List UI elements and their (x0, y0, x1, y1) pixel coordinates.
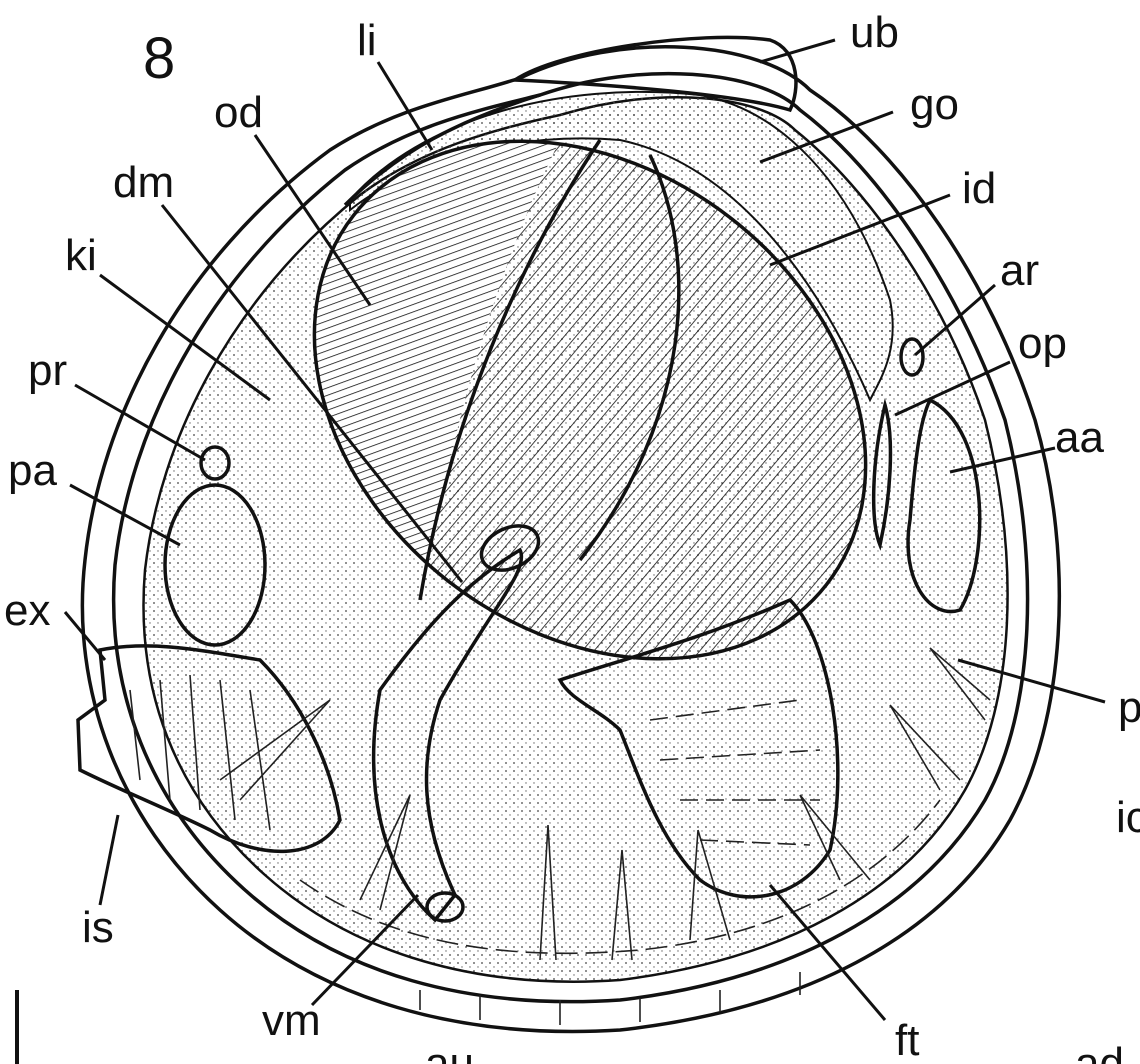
label-id: id (962, 164, 996, 213)
foot (557, 597, 840, 899)
mantle-edge (299, 799, 941, 955)
dorsal-muscle-end (479, 524, 541, 572)
label-ex: ex (4, 586, 50, 635)
label-ar: ar (1000, 246, 1039, 295)
label-au-cut: au (425, 1039, 474, 1064)
label-p-cut: p (1118, 683, 1140, 732)
anterior-adductor (906, 397, 982, 614)
gonad (349, 90, 894, 403)
shell-inner-margin (111, 71, 1030, 1004)
muscle-divider (418, 139, 602, 601)
label-is: is (82, 903, 114, 952)
leader-lines (63, 38, 1106, 1021)
siphons (76, 644, 342, 854)
anterior-retractor (899, 337, 925, 377)
muscle-divider-2 (578, 154, 681, 562)
ventral-ticks (419, 972, 801, 1025)
posterior-retractor (199, 445, 231, 481)
operculum-muscle (871, 398, 893, 551)
label-pa: pa (8, 446, 57, 495)
label-ki: ki (65, 231, 97, 280)
label-ft: ft (895, 1016, 919, 1064)
ligament (343, 93, 541, 207)
foot-folds (649, 699, 821, 846)
label-ic-cut: ic (1116, 793, 1140, 842)
umbo (509, 35, 798, 113)
label-dm: dm (113, 158, 174, 207)
label-aa: aa (1055, 413, 1104, 462)
label-vm: vm (262, 996, 321, 1045)
siphon-lines (129, 674, 271, 831)
label-op: op (1018, 319, 1067, 368)
ventral-muscle-end (425, 891, 465, 923)
label-pr: pr (28, 346, 67, 395)
shell-outer-margin (80, 45, 1062, 1034)
papillae (219, 647, 991, 961)
posterior-adductor (163, 483, 267, 647)
label-ad-cut: ad (1075, 1039, 1124, 1064)
muscle-outline (312, 139, 868, 661)
label-li: li (357, 16, 377, 65)
label-ub: ub (850, 8, 899, 57)
figure-number: 8 (143, 26, 175, 91)
label-go: go (910, 80, 959, 129)
label-od: od (214, 88, 263, 137)
